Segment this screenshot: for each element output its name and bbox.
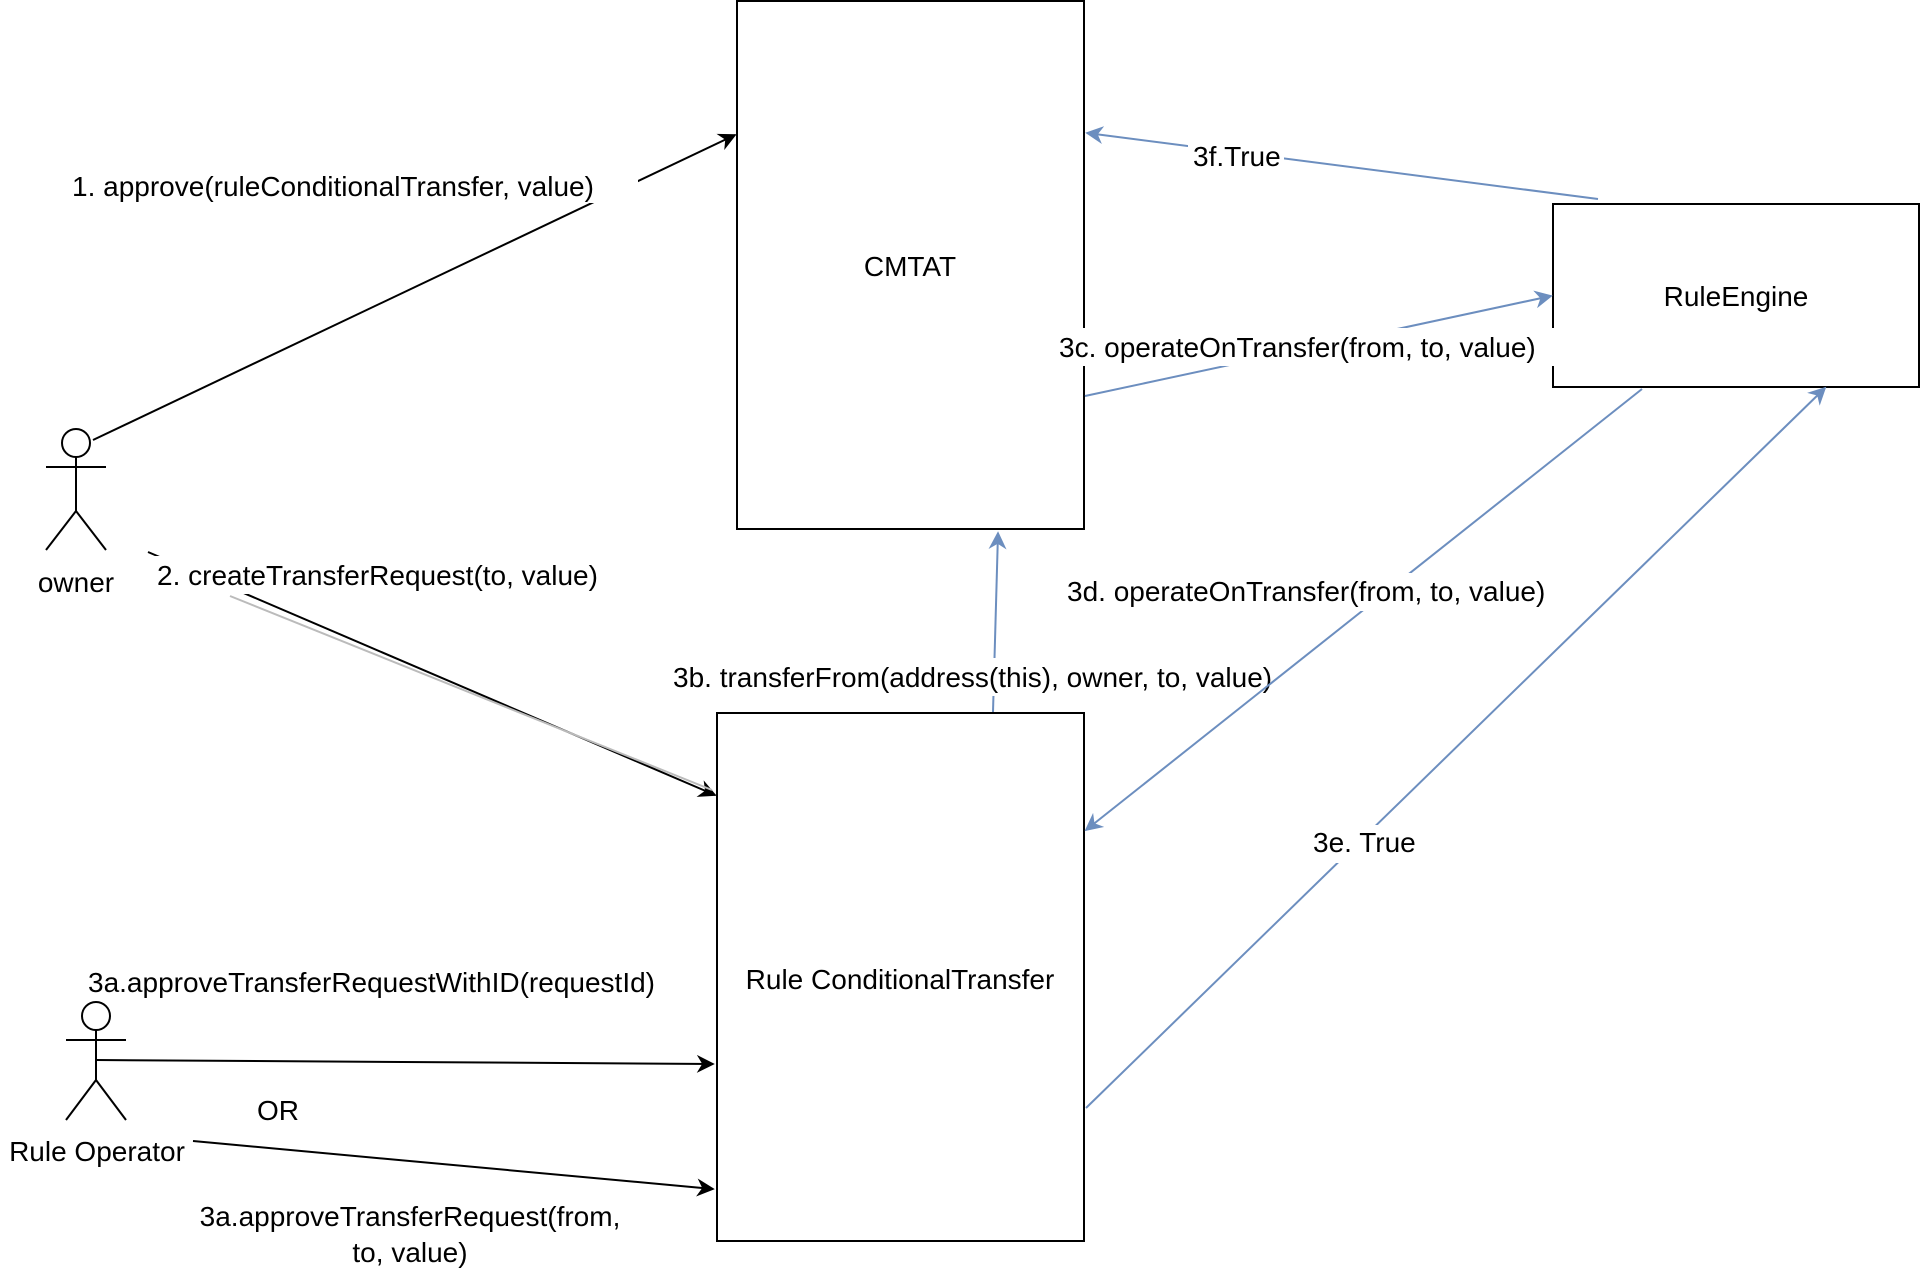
edge-true-3f: 3f.True	[1085, 126, 1599, 200]
rule-operator-actor: Rule Operator	[9, 1001, 185, 1167]
edge-true-3e: 3e. True	[1085, 386, 1827, 1109]
edge-create-transfer-request-label: 2. createTransferRequest(to, value)	[157, 560, 598, 591]
cmtat-label: CMTAT	[864, 251, 956, 282]
edge-operate-3c: 3c. operateOnTransfer(from, to, value)	[1055, 290, 1583, 397]
rule-operator-label: Rule Operator	[9, 1136, 185, 1167]
edge-approve-request-label-line2: to, value)	[352, 1237, 467, 1268]
edge-create-transfer-request: 2. createTransferRequest(to, value)	[147, 551, 717, 797]
cmtat-node: CMTAT	[736, 0, 1085, 530]
edge-operate-3c-label: 3c. operateOnTransfer(from, to, value)	[1059, 332, 1536, 363]
edge-approve-request-label-line1: 3a.approveTransferRequest(from,	[200, 1201, 621, 1232]
owner-head	[61, 428, 91, 458]
owner-label: owner	[38, 567, 114, 598]
edge-approve-with-id: 3a.approveTransferRequestWithID(requestI…	[88, 967, 715, 1073]
edge-operate-3d-label: 3d. operateOnTransfer(from, to, value)	[1067, 576, 1545, 607]
edge-approve-with-id-label: 3a.approveTransferRequestWithID(requestI…	[88, 967, 655, 998]
edge-transfer-from-label: 3b. transferFrom(address(this), owner, t…	[673, 662, 1272, 693]
rule-engine-label: RuleEngine	[1664, 281, 1809, 312]
edge-approve-label: 1. approve(ruleConditionalTransfer, valu…	[72, 171, 594, 202]
rule-conditional-transfer-node: Rule ConditionalTransfer	[716, 712, 1085, 1242]
edge-operate-3d: 3d. operateOnTransfer(from, to, value)	[1064, 388, 1643, 832]
edge-approve: 1. approve(ruleConditionalTransfer, valu…	[68, 133, 737, 441]
edge-transfer-from: 3b. transferFrom(address(this), owner, t…	[668, 531, 1330, 713]
edge-approve-request: 3a.approveTransferRequest(from, to, valu…	[192, 1140, 715, 1268]
edge-true-3e-label: 3e. True	[1313, 827, 1416, 858]
or-label: OR	[257, 1095, 299, 1126]
rule-engine-node: RuleEngine	[1552, 203, 1920, 388]
rule-conditional-transfer-label: Rule ConditionalTransfer	[746, 964, 1055, 995]
edge-true-3f-label: 3f.True	[1193, 141, 1281, 172]
rule-operator-head	[81, 1001, 111, 1031]
owner-actor: owner	[38, 428, 114, 598]
